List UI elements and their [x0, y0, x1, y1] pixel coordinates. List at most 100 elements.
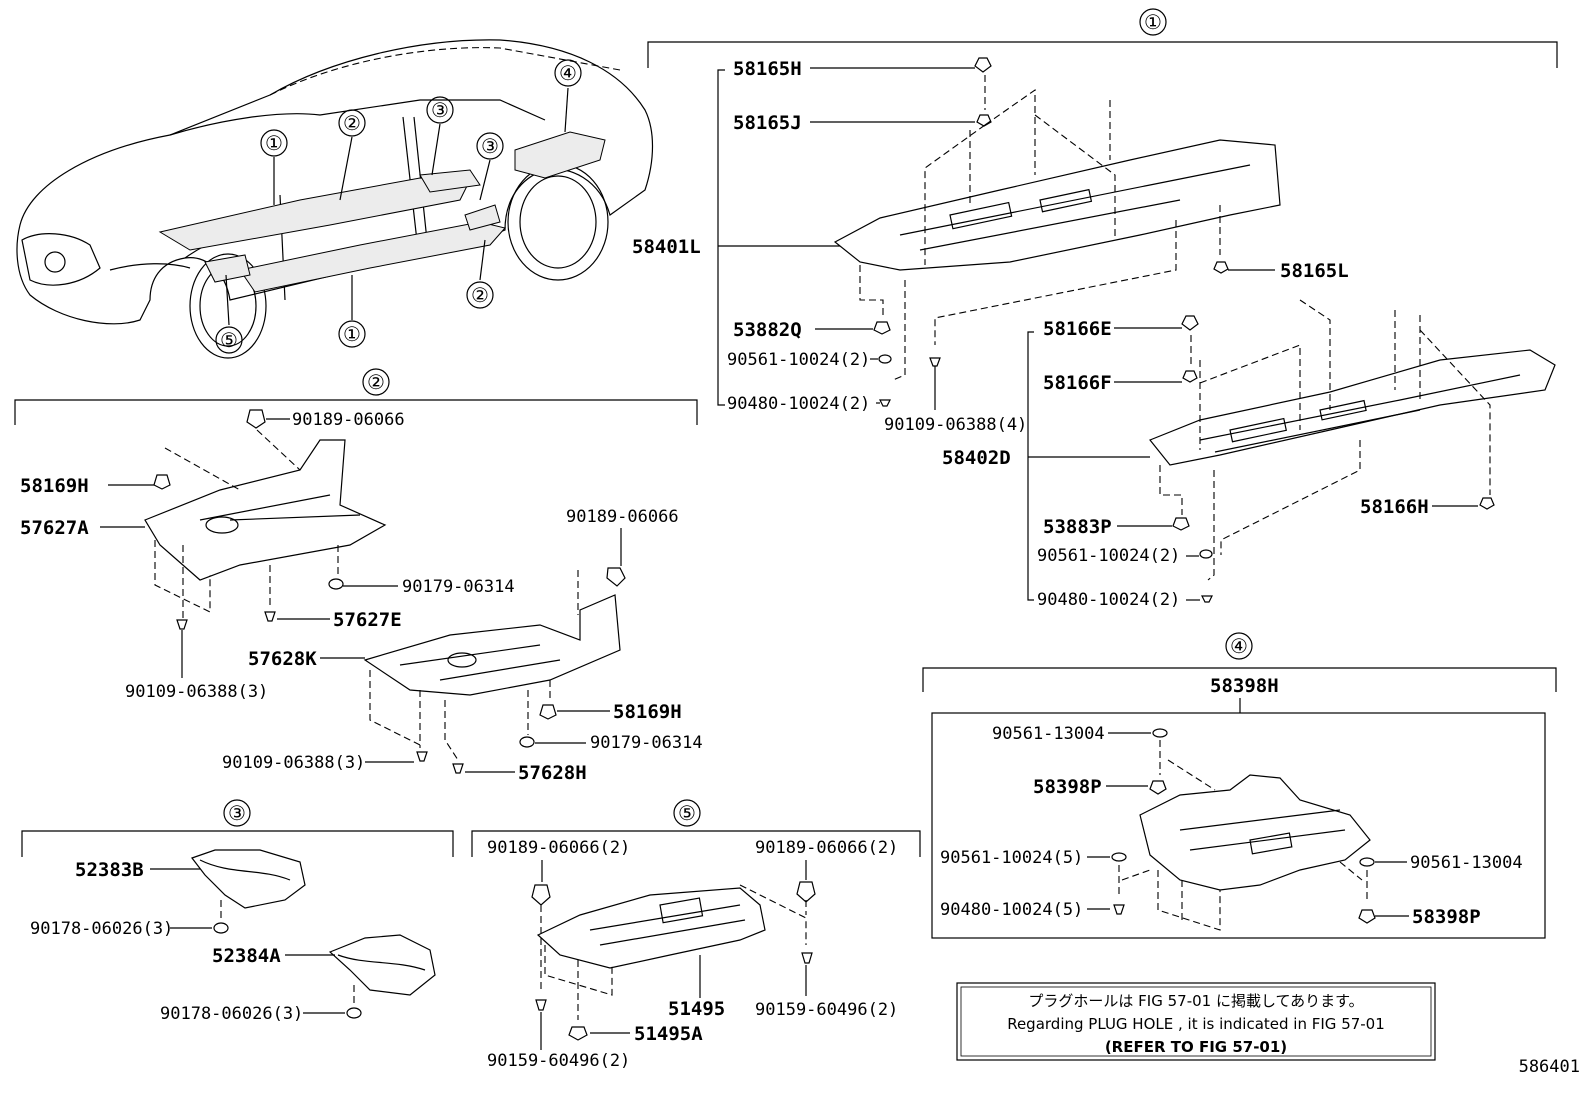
label-58166F: 58166F	[1043, 372, 1112, 394]
clip-58165H	[974, 57, 992, 73]
clip-58166E	[1181, 315, 1199, 331]
nut-90179-a	[328, 578, 344, 590]
label-53883P: 53883P	[1043, 516, 1112, 538]
vehicle-overview: ① ② ③ ③ ④ ② ① ⑤	[16, 39, 654, 359]
screw-51495A	[568, 1026, 588, 1041]
label-58398H: 58398H	[1210, 675, 1279, 697]
note-english: Regarding PLUG HOLE , it is indicated in…	[1007, 1015, 1385, 1033]
figure-id: 586401	[1519, 1057, 1580, 1077]
rear-floor-cover-58398H	[1139, 774, 1371, 891]
grommet-90189-b	[606, 567, 626, 587]
mudguard-52384A	[328, 934, 436, 996]
overview-callout-5: ⑤	[220, 328, 238, 352]
label-90480-10024-l: 90480-10024(2)	[1037, 590, 1180, 610]
clip-90178-a	[213, 922, 229, 934]
clip-58169H-b	[539, 704, 557, 720]
floor-under-cover-58402D	[1149, 349, 1556, 466]
grommet-90189-a5	[531, 884, 551, 906]
screw-90480-l	[1201, 595, 1213, 603]
group-3-number: ③	[228, 801, 246, 825]
group-5: ⑤ 90189-06066(2) 90189-06066(2) 51495 90…	[471, 799, 921, 1071]
label-52383B: 52383B	[75, 859, 144, 881]
overview-callout-1b: ①	[343, 322, 361, 346]
group-2-number: ②	[367, 370, 385, 394]
clip-90159-b	[801, 952, 813, 964]
label-58402D: 58402D	[942, 447, 1011, 469]
label-90109-06388-4: 90109-06388(4)	[884, 415, 1027, 435]
screw-90480-10024-5	[1113, 904, 1125, 915]
bolt-90109-b	[416, 751, 428, 762]
label-90561-13004-a: 90561-13004	[992, 724, 1105, 744]
bolt-90109-a	[176, 619, 188, 630]
label-51495: 51495	[668, 998, 725, 1020]
label-90561-10024-u: 90561-10024(2)	[727, 350, 870, 370]
nut-90179-b	[519, 736, 535, 748]
label-57627E: 57627E	[333, 609, 402, 631]
label-90179-06314-b: 90179-06314	[590, 733, 703, 753]
group-4: ④ 58398H 90561-13004 58398P 90561-10024(…	[922, 632, 1557, 939]
clip-57628H	[452, 763, 464, 774]
engine-under-cover-51495	[536, 887, 766, 969]
grommet-90189-b5	[796, 881, 816, 903]
clip-57627E	[264, 611, 276, 622]
clip-58165L	[1213, 261, 1229, 274]
bolt-90109-u	[929, 357, 941, 367]
label-90178-06026-b: 90178-06026(3)	[160, 1004, 303, 1024]
label-90109-06388-3a: 90109-06388(3)	[125, 682, 268, 702]
plug-hole-note: プラグホールは FIG 57-01 に掲載してあります。 Regarding P…	[956, 982, 1436, 1061]
clip-58398P-a	[1149, 780, 1167, 795]
mudguard-52383B	[191, 849, 306, 909]
label-58165J: 58165J	[733, 112, 802, 134]
label-90561-10024-l: 90561-10024(2)	[1037, 546, 1180, 566]
group-4-box	[931, 712, 1546, 939]
nut-90561-u	[878, 354, 892, 364]
clip-58166F	[1182, 370, 1198, 383]
clip-58166H	[1479, 497, 1495, 510]
label-90189-06066-a: 90189-06066	[292, 410, 405, 430]
label-90179-06314-a: 90179-06314	[402, 577, 515, 597]
label-57628K: 57628K	[248, 648, 317, 670]
group-2: ②	[14, 368, 703, 784]
engine-under-cover-58401L	[833, 139, 1281, 271]
label-52384A: 52384A	[212, 945, 281, 967]
label-58166E: 58166E	[1043, 318, 1112, 340]
overview-callout-3b: ③	[481, 134, 499, 158]
label-58398P-a: 58398P	[1033, 776, 1102, 798]
group-5-number: ⑤	[678, 801, 696, 825]
overview-callout-4: ④	[559, 61, 577, 85]
clip-58398P-b	[1358, 909, 1376, 924]
clip-90159-a	[535, 999, 547, 1011]
label-90178-06026-a: 90178-06026(3)	[30, 919, 173, 939]
label-90189-06066-2b: 90189-06066(2)	[755, 838, 898, 858]
label-53882Q: 53882Q	[733, 319, 802, 341]
label-90561-10024-5: 90561-10024(5)	[940, 848, 1083, 868]
label-58165H: 58165H	[733, 58, 802, 80]
clip-90178-b	[346, 1007, 362, 1019]
label-51495A: 51495A	[634, 1023, 703, 1045]
nut-90561-l	[1199, 549, 1213, 559]
label-90480-10024-5: 90480-10024(5)	[940, 900, 1083, 920]
nut-90561-10024-5	[1111, 852, 1127, 862]
note-refer: (REFER TO FIG 57-01)	[1105, 1038, 1287, 1056]
label-58401L: 58401L	[632, 236, 701, 258]
nut-90561-13004-b	[1359, 857, 1375, 867]
clip-53882Q	[873, 321, 891, 335]
group-1-number: ①	[1144, 10, 1162, 34]
label-58398P-b: 58398P	[1412, 906, 1481, 928]
note-japanese: プラグホールは FIG 57-01 に掲載してあります。	[1028, 992, 1363, 1010]
label-58166H: 58166H	[1360, 496, 1429, 518]
label-90561-13004-b: 90561-13004	[1410, 853, 1523, 873]
label-57628H: 57628H	[518, 762, 587, 784]
label-90109-06388-3b: 90109-06388(3)	[222, 753, 365, 773]
label-90189-06066-b: 90189-06066	[566, 507, 679, 527]
overview-callout-2a: ②	[343, 111, 361, 135]
label-58169H-b: 58169H	[613, 701, 682, 723]
label-90480-10024-u: 90480-10024(2)	[727, 394, 870, 414]
group-3: ③ 52383B 90178-06026(3) 52384A 90178-060…	[21, 799, 454, 1024]
nut-90561-13004-a	[1152, 728, 1168, 738]
label-58169H-a: 58169H	[20, 475, 89, 497]
label-90159-60496-2b: 90159-60496(2)	[755, 1000, 898, 1020]
label-90159-60496-2a: 90159-60496(2)	[487, 1051, 630, 1071]
